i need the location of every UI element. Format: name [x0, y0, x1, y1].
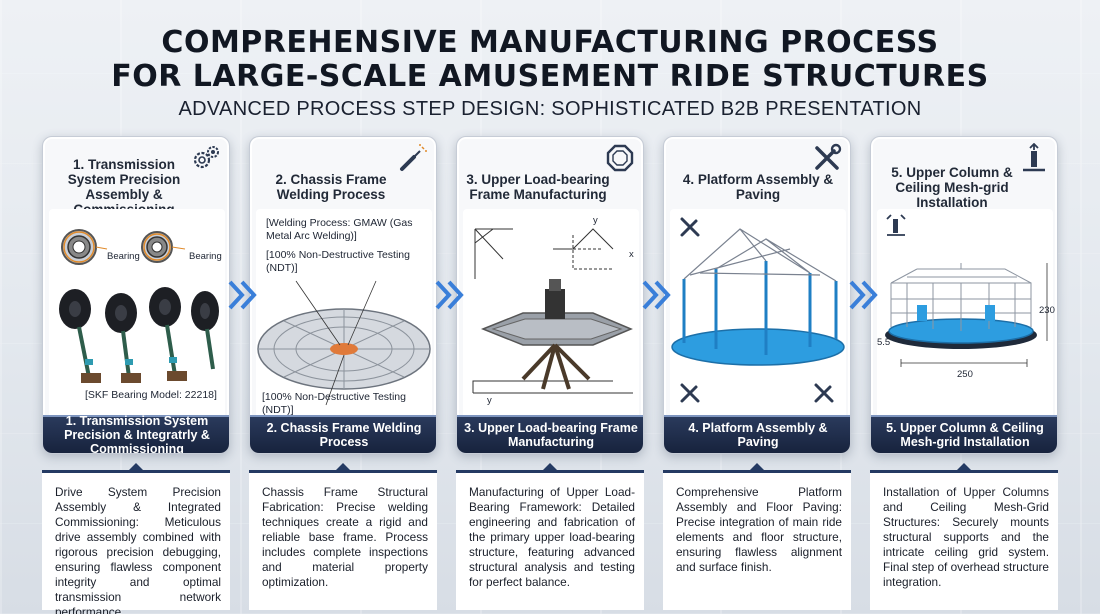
step-card-4: 4. Platform Assembly & Paving — [663, 136, 851, 454]
bearing-right — [141, 231, 173, 263]
step-heading: 2. Chassis Frame Welding Process — [275, 172, 387, 202]
dimension-label-offset: 5.5 — [877, 337, 891, 348]
step-footer: 1. Transmission System Precision & Integ… — [43, 414, 229, 453]
step-heading: 1. Transmission System Precision Assembl… — [67, 157, 181, 217]
octagon-frame-icon — [606, 144, 634, 172]
column-illustration — [877, 209, 1053, 419]
chevron-right-icon — [849, 280, 878, 310]
axis-label-x: x — [629, 249, 634, 260]
step-footer: 2. Chassis Frame Welding Process — [250, 415, 436, 453]
step-card-3: 3. Upper Load-bearing Frame Manufacturin… — [456, 136, 644, 454]
step-heading: 5. Upper Column & Ceiling Mesh-grid Inst… — [891, 164, 1013, 210]
step-description-5: Installation of Upper Columns and Ceilin… — [870, 463, 1058, 610]
tools-icon-top-left — [680, 217, 700, 237]
step-footer: 3. Upper Load-bearing Frame Manufacturin… — [457, 415, 643, 453]
dimension-label-width: 250 — [957, 369, 973, 380]
page-title-line2: FOR LARGE-SCALE AMUSEMENT RIDE STRUCTURE… — [111, 59, 989, 94]
chevron-right-icon — [435, 280, 464, 310]
bearing-left — [61, 229, 97, 265]
bearing-label-left: Bearing — [107, 251, 140, 262]
axis-label-y-bottom: y — [487, 395, 492, 406]
step-footer: 4. Platform Assembly & Paving — [664, 415, 850, 453]
tools-icon-bottom-right — [814, 383, 834, 403]
column-icon-small — [886, 214, 906, 236]
step-description-4: Comprehensive Platform Assembly and Floo… — [663, 463, 851, 610]
welding-torch-icon — [400, 144, 427, 171]
chassis-illustration — [256, 209, 432, 419]
step-description-1: Drive System Precision Assembly & Integr… — [42, 463, 230, 614]
step-card-2: 2. Chassis Frame Welding Process [Weldin… — [249, 136, 437, 454]
platform-illustration — [670, 209, 846, 419]
page-subtitle: ADVANCED PROCESS STEP DESIGN: SOPHISTICA… — [178, 98, 922, 120]
chevron-right-icon — [642, 280, 671, 310]
ndt-label-bottom: [100% Non-Destructive Testing (NDT)] — [262, 391, 406, 416]
tools-icon — [815, 143, 842, 170]
step-card-1: 1. Transmission System Precision Assembl… — [42, 136, 230, 454]
header: COMPREHENSIVE MANUFACTURING PROCESS FOR … — [0, 26, 1100, 121]
bearing-label-right: Bearing — [189, 251, 222, 262]
page-title-line1: COMPREHENSIVE MANUFACTURING PROCESS — [161, 25, 939, 60]
axis-label-y-top: y — [593, 215, 598, 226]
tools-icon-bottom-left — [680, 383, 700, 403]
ndt-label-top: [100% Non-Destructive Testing (NDT)] — [266, 249, 410, 274]
dimension-label-height: 230 — [1039, 305, 1055, 316]
step-card-5: 5. Upper Column & Ceiling Mesh-grid Inst… — [870, 136, 1058, 454]
step-description-2: Chassis Frame Structural Fabrication: Pr… — [249, 463, 437, 610]
step-heading: 3. Upper Load-bearing Frame Manufacturin… — [466, 172, 610, 202]
frame-illustration — [463, 209, 639, 419]
welding-process-label: [Welding Process: GMAW (Gas Metal Arc We… — [266, 217, 413, 242]
step-description-3: Manufacturing of Upper Load-Bearing Fram… — [456, 463, 644, 610]
step-heading: 4. Platform Assembly & Paving — [682, 172, 834, 202]
column-install-icon — [1023, 143, 1045, 172]
chevron-right-icon — [228, 280, 257, 310]
bearing-model-label: [SKF Bearing Model: 22218] — [85, 389, 217, 401]
transmission-illustration — [49, 209, 225, 419]
gears-icon — [193, 146, 219, 169]
step-footer: 5. Upper Column & Ceiling Mesh-grid Inst… — [871, 415, 1057, 453]
